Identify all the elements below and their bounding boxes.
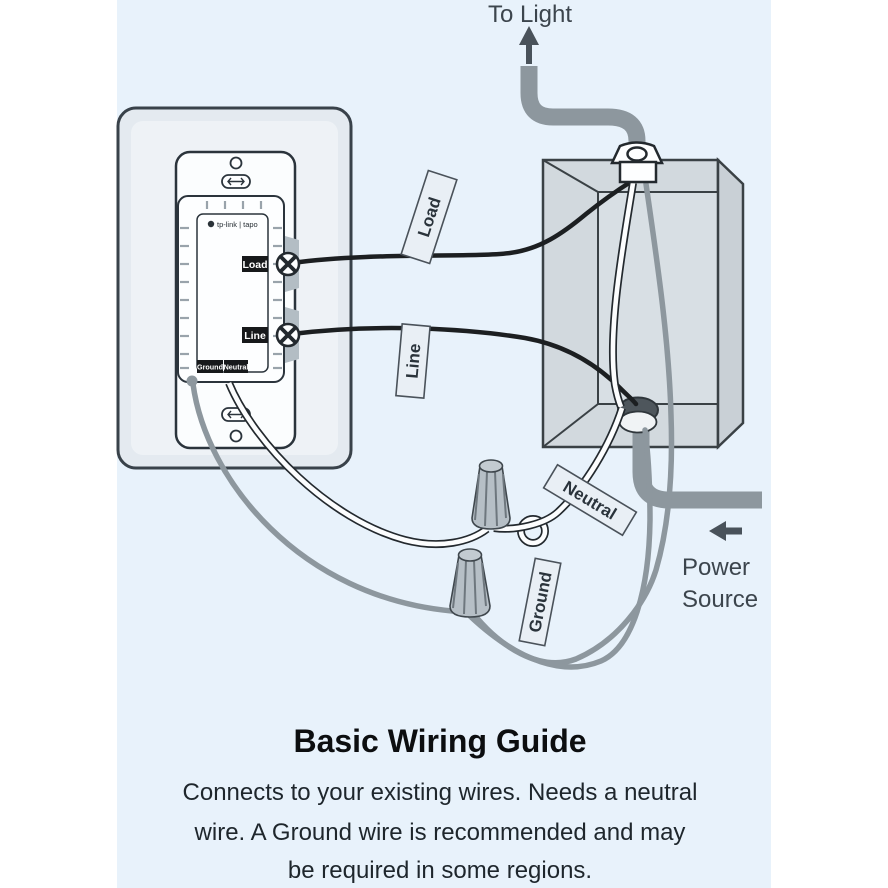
caption-line-2: wire. A Ground wire is recommended and m… xyxy=(194,819,686,846)
wire-nut-neutral xyxy=(471,459,511,530)
load-wire xyxy=(289,178,635,266)
ground-wire-to-power xyxy=(467,427,653,670)
conduit-to-light xyxy=(520,66,646,152)
up-arrow-icon xyxy=(519,26,539,64)
caption-title: Basic Wiring Guide xyxy=(293,723,586,759)
ground-terminal-label-bg xyxy=(197,360,223,373)
ground-wire-from-switch xyxy=(190,381,455,614)
neutral-wire-from-switch xyxy=(225,381,490,549)
line-terminal-screw xyxy=(275,322,301,348)
line-wire xyxy=(289,325,639,407)
power-source-label-line1: Power xyxy=(682,554,750,581)
line-terminal-label: Line xyxy=(244,330,266,342)
load-terminal-label: Load xyxy=(242,259,267,271)
neutral-terminal-label-bg xyxy=(224,360,248,373)
mount-slot-top xyxy=(221,174,251,189)
load-wire-tag: Load xyxy=(400,169,458,265)
load-terminal-label-bg xyxy=(242,256,268,272)
neutral-wire-from-box xyxy=(493,406,626,547)
line-wire-tag-label: Line xyxy=(403,343,425,379)
ground-terminal-label: Ground xyxy=(197,363,223,372)
brand-logo-text: tp-link | tapo xyxy=(217,220,258,229)
neutral-wire-in-box xyxy=(608,182,637,409)
line-wire-tag: Line xyxy=(395,323,431,399)
line-terminal-label-bg xyxy=(242,327,268,343)
mount-screw-hole-top xyxy=(229,156,243,170)
power-source-label-line2: Source xyxy=(682,586,758,613)
caption-line-3: be required in some regions. xyxy=(288,857,592,884)
tplink-logo-icon xyxy=(207,220,215,228)
junction-box-side xyxy=(716,157,745,450)
smart-switch: tp-link | tapo Load Line Ground Neutral xyxy=(174,150,299,450)
caption-line-1: Connects to your existing wires. Needs a… xyxy=(183,779,698,806)
ground-pigtail-dot xyxy=(186,375,198,387)
load-terminal-screw xyxy=(275,251,301,277)
switch-faceplate-panel xyxy=(196,213,269,373)
cable-clamp-bottom-collar xyxy=(618,410,658,434)
brand-logo: tp-link | tapo xyxy=(207,220,258,229)
left-arrow-icon xyxy=(709,521,742,541)
cable-clamp-top xyxy=(610,141,664,184)
to-light-label: To Light xyxy=(488,1,572,28)
wire-nut-ground xyxy=(449,548,491,618)
mount-screw-hole-bottom xyxy=(229,429,243,443)
neutral-terminal-label: Neutral xyxy=(224,363,249,372)
